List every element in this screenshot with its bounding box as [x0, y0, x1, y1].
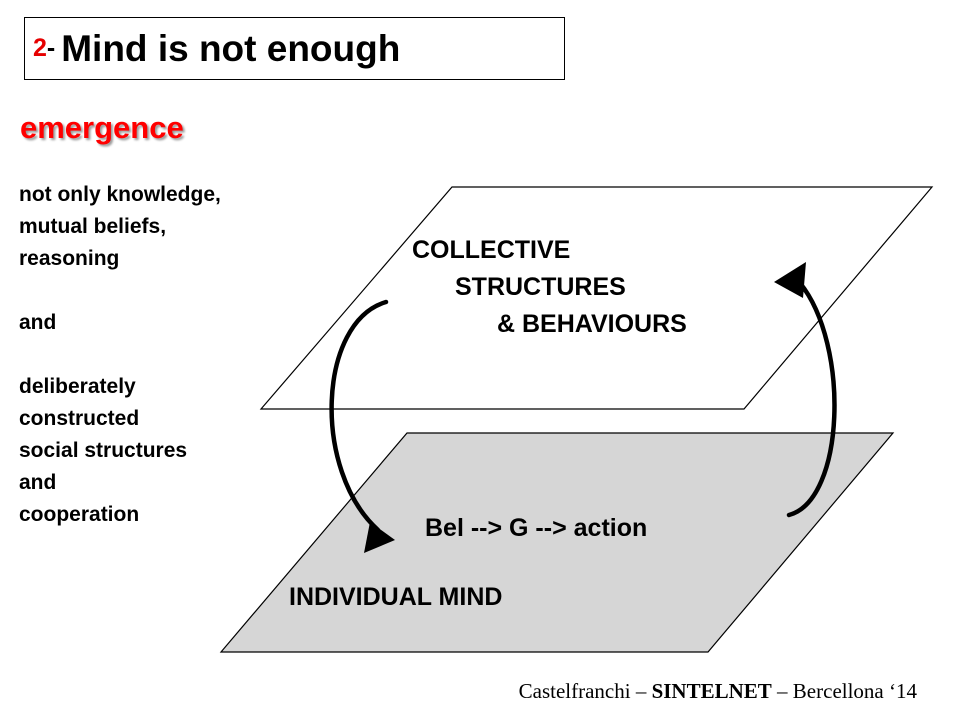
title-box: 2 - Mind is not enough	[24, 17, 565, 80]
lower-plane	[219, 432, 895, 653]
slide-title: Mind is not enough	[61, 27, 401, 69]
footer-author: Castelfranchi –	[518, 679, 647, 703]
downward-arrow	[329, 299, 389, 533]
upward-arrow	[786, 280, 837, 518]
downward-arrowhead	[364, 522, 395, 553]
footer-place: – Bercellona ‘14	[777, 679, 917, 703]
side-line: and	[19, 471, 57, 494]
side-line: deliberately	[19, 375, 136, 398]
footer-credit: Castelfranchi – SINTELNET – Bercellona ‘…	[519, 679, 917, 704]
collective-label-line: & BEHAVIOURS	[497, 310, 687, 338]
collective-label-line: STRUCTURES	[455, 273, 626, 301]
side-line: social structures	[19, 439, 188, 462]
upper-plane	[259, 186, 934, 410]
side-line: constructed	[19, 407, 140, 430]
side-line: reasoning	[19, 247, 120, 270]
collective-label-line: COLLECTIVE	[412, 236, 570, 264]
subtitle-emergence: emergence	[20, 110, 184, 145]
side-line-and: and	[19, 311, 57, 334]
individual-mind-label: INDIVIDUAL MIND	[289, 583, 502, 611]
upward-arrowhead	[774, 262, 806, 298]
title-number: 2	[33, 34, 47, 62]
footer-project: SINTELNET	[651, 679, 772, 703]
title-dash: -	[46, 34, 56, 62]
side-line: cooperation	[19, 503, 140, 526]
side-text: not only knowledge, mutual beliefs, reas…	[19, 179, 299, 531]
formula-label: Bel --> G --> action	[425, 514, 647, 542]
side-line: mutual beliefs,	[19, 215, 167, 238]
side-line: not only knowledge,	[19, 183, 221, 206]
